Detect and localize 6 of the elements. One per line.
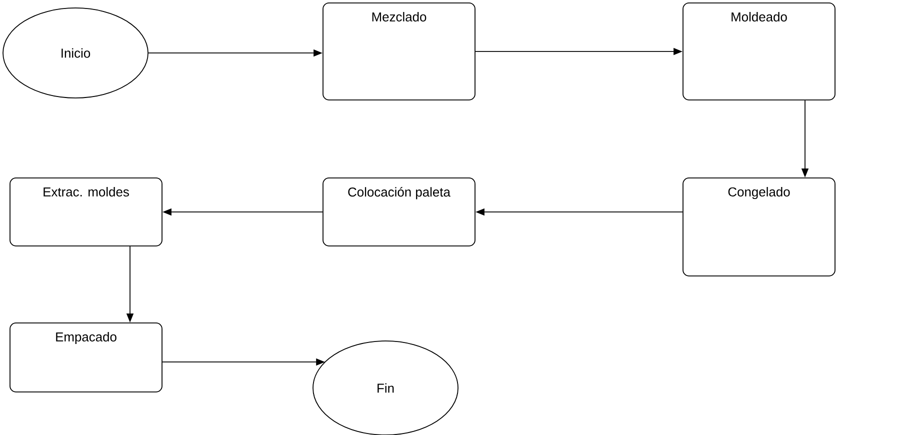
process-box: Colocación paleta xyxy=(322,178,476,246)
process-box: Empacado xyxy=(10,322,162,392)
process-box: Mezclado xyxy=(322,2,476,100)
process-box: Extrac. moldes xyxy=(10,178,162,246)
process-box: Congelado xyxy=(682,178,836,276)
process-box: Moldeado xyxy=(682,2,836,100)
